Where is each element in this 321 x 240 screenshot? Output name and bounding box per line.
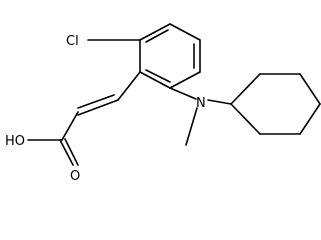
benzene-ring	[139, 23, 201, 89]
ring-bond-3	[169, 71, 201, 89]
ring-double-bond-1	[145, 69, 171, 83]
carbonyl-oxygen-label: O	[70, 169, 80, 184]
structure-diagram: Cl N HO O	[5, 23, 321, 184]
hydroxyl-label: HO	[5, 134, 25, 149]
ring-bond-6	[139, 23, 171, 41]
ring-bond-2	[139, 71, 171, 89]
c-o-double-bond-2	[64, 138, 79, 166]
ring-double-bond-3	[145, 29, 169, 43]
molecule-svg: Cl N HO O	[5, 23, 321, 184]
cyclohexyl-bond-1	[230, 73, 261, 105]
n-cyclohexyl-bond	[207, 99, 232, 105]
cyclohexyl-bond-3	[299, 73, 321, 105]
nitrogen-label: N	[196, 96, 206, 111]
cyclohexyl-bond-4	[299, 103, 321, 135]
ring-bond-5	[169, 23, 201, 41]
vinyl-carboxyl-bond	[61, 111, 79, 141]
chlorine-label: Cl	[66, 34, 79, 49]
c-o-double-bond-1	[59, 139, 74, 166]
cyclohexyl-ring	[230, 73, 321, 135]
n-methyl-bond	[185, 107, 198, 146]
vinyl-double-bond-inner	[77, 94, 115, 109]
vinyl-double-bond-outer	[77, 99, 119, 116]
cyclohexyl-bond-6	[230, 103, 261, 135]
c-n-bond	[169, 87, 197, 100]
ring-vinyl-bond	[117, 71, 141, 101]
